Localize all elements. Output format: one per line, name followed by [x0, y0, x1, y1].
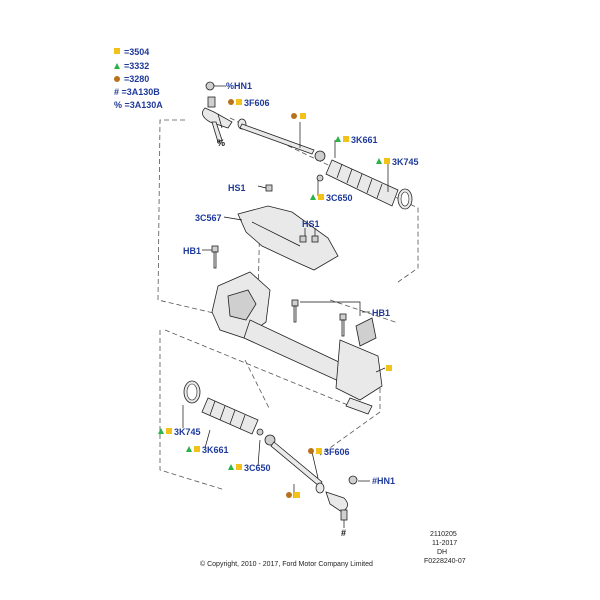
doc-code-4: F0228240-07 [424, 558, 466, 565]
doc-code-3: DH [437, 549, 447, 556]
inner-tie-rod-bottom [264, 434, 323, 487]
tie-rod-end-bottom [325, 491, 348, 521]
square-marker [318, 194, 324, 200]
square-marker [194, 446, 200, 452]
boot-bottom [201, 397, 259, 435]
circle-marker [308, 448, 314, 454]
hash-symbol: # [341, 528, 346, 538]
legend-triangle-marker [114, 63, 120, 69]
label-3k661-top: 3K661 [351, 135, 378, 145]
square-marker [300, 113, 306, 119]
percent-symbol: % [217, 138, 225, 148]
square-marker [343, 136, 349, 142]
copyright-text: © Copyright, 2010 - 2017, Ford Motor Com… [200, 560, 373, 568]
steering-gear-housing [211, 271, 383, 415]
triangle-marker [310, 194, 316, 200]
jam-nut-bottom [315, 482, 325, 494]
triangle-marker [335, 136, 341, 142]
triangle-marker [228, 464, 234, 470]
label-3f606-bottom: 3F606 [324, 447, 350, 457]
label-hb1-a: HB1 [183, 246, 201, 256]
label-3c650-top: 3C650 [326, 193, 353, 203]
bolt-hb1-right-b [339, 313, 347, 337]
label-3c567: 3C567 [195, 213, 222, 223]
label-hn1-bottom: #HN1 [372, 476, 395, 486]
circle-marker [291, 113, 297, 119]
legend-item-3a130b: # =3A130B [114, 87, 160, 97]
label-3k661-bottom: 3K661 [202, 445, 229, 455]
label-3f606-top: 3F606 [244, 98, 270, 108]
legend-item-3280: =3280 [124, 74, 149, 84]
heat-shield [237, 205, 339, 271]
legend: =3504 =3332 =3280 # =3A130B % =3A130A [114, 47, 163, 110]
triangle-marker [376, 158, 382, 164]
circle-marker [228, 99, 234, 105]
small-clamp-bottom [256, 428, 264, 436]
label-hs1-b: HS1 [302, 219, 320, 229]
clamp-top [397, 188, 413, 210]
triangle-marker [186, 446, 192, 452]
triangle-marker [158, 428, 164, 434]
square-marker [166, 428, 172, 434]
nut-top [205, 81, 226, 91]
legend-item-3332: =3332 [124, 61, 149, 71]
small-clamp-top [316, 174, 324, 182]
square-marker [386, 365, 392, 371]
legend-circle-marker [114, 76, 120, 82]
square-marker [294, 492, 300, 498]
label-hn1-top: %HN1 [226, 81, 252, 91]
doc-code-1: 2110205 [430, 531, 457, 538]
bolt-hb1-left [211, 245, 219, 269]
legend-item-3a130a: % =3A130A [114, 100, 163, 110]
boot-top [325, 159, 399, 207]
leader-lines [182, 113, 389, 528]
tie-rod-end-top [202, 96, 233, 143]
square-marker [236, 464, 242, 470]
label-hs1-a: HS1 [228, 183, 246, 193]
clamp-bottom [183, 380, 201, 404]
label-3c650-bottom: 3C650 [244, 463, 271, 473]
inner-tie-rod-top [239, 123, 326, 162]
label-3k745-bottom: 3K745 [174, 427, 201, 437]
square-marker [316, 448, 322, 454]
label-hb1-b: HB1 [372, 308, 390, 318]
doc-code-2: 11-2017 [432, 540, 457, 547]
nut-bottom [348, 475, 358, 485]
label-3k745-top: 3K745 [392, 157, 419, 167]
bolt-hb1-right-a [291, 299, 299, 323]
square-marker [384, 158, 390, 164]
circle-marker [286, 492, 292, 498]
legend-item-3504: =3504 [124, 47, 149, 57]
legend-square-marker [114, 48, 120, 54]
square-marker [236, 99, 242, 105]
